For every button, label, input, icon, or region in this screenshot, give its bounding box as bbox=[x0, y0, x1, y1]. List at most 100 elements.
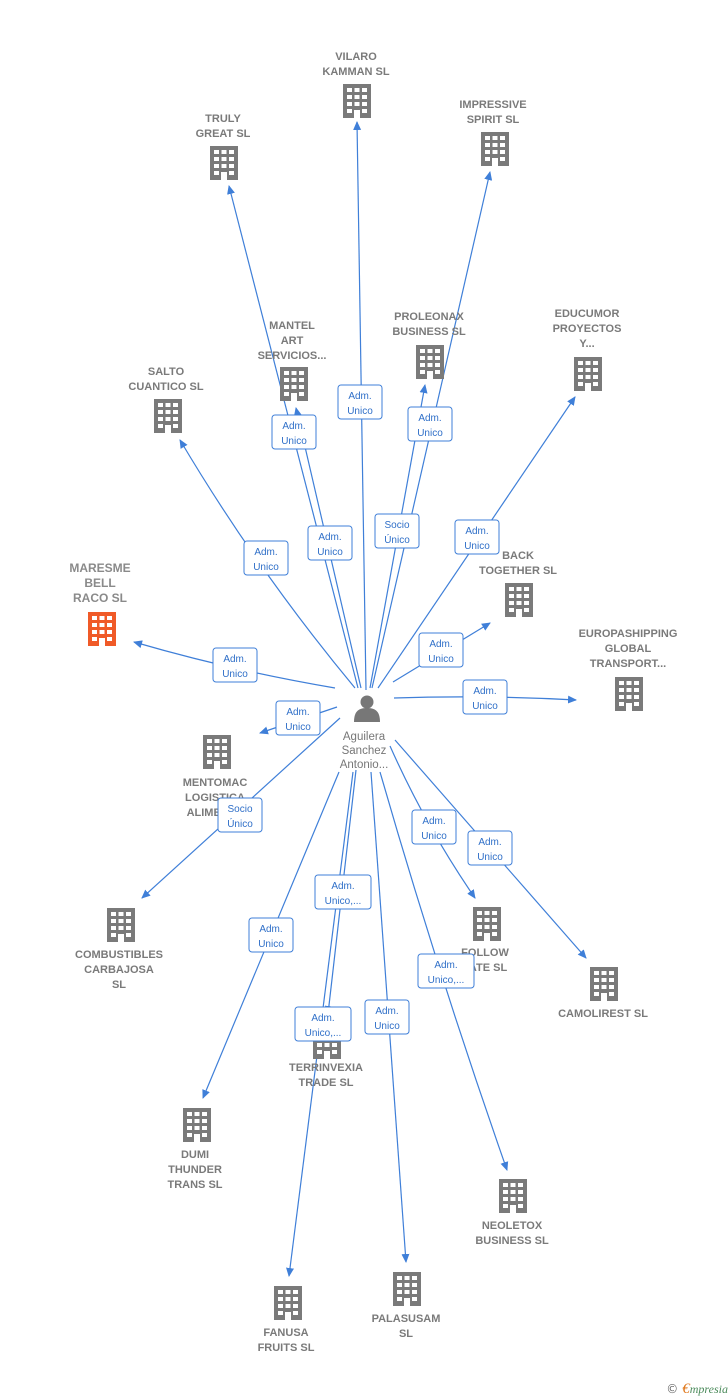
building-icon bbox=[416, 345, 444, 379]
company-node-educumor[interactable]: EDUCUMORPROYECTOSY... bbox=[553, 308, 622, 391]
company-name-line: PROLEONAX bbox=[394, 311, 464, 323]
relation-label: Unico bbox=[374, 1021, 400, 1032]
relation-label: Adm. bbox=[282, 421, 305, 432]
badge-box bbox=[243, 540, 289, 576]
relation-label: Adm. bbox=[429, 639, 452, 650]
company-name-line: CUANTICO SL bbox=[128, 381, 203, 393]
relation-label: Adm. bbox=[223, 654, 246, 665]
company-name-line: PALASUSAM bbox=[372, 1313, 441, 1325]
badge-box bbox=[407, 406, 453, 442]
brand-name: mpresia bbox=[689, 1382, 728, 1396]
person-icon bbox=[354, 695, 380, 722]
company-name-line: CAMOLIREST SL bbox=[558, 1008, 648, 1020]
relation-label: Adm. bbox=[422, 816, 445, 827]
relation-badge-vilaro[interactable]: Adm.Unico bbox=[337, 384, 383, 420]
relation-badge-salto[interactable]: Adm.Unico bbox=[243, 540, 289, 576]
company-name-line: DUMI bbox=[181, 1149, 209, 1161]
relation-badge-camolirest[interactable]: Adm.Unico bbox=[467, 830, 513, 866]
relation-label: Unico bbox=[477, 852, 503, 863]
company-node-europashipping[interactable]: EUROPASHIPPINGGLOBALTRANSPORT... bbox=[579, 628, 678, 711]
relation-label: Adm. bbox=[473, 686, 496, 697]
company-node-truly[interactable]: TRULY GREAT SL bbox=[196, 113, 251, 180]
relation-label: Adm. bbox=[375, 1006, 398, 1017]
badge-box bbox=[467, 830, 513, 866]
company-name-line: SERVICIOS... bbox=[258, 350, 327, 362]
relation-badge-terrinvexia[interactable]: Adm.Unico,... bbox=[314, 874, 372, 910]
relation-badge-truly[interactable]: Adm.Unico bbox=[271, 414, 317, 450]
company-node-camolirest[interactable]: CAMOLIREST SL bbox=[558, 967, 648, 1020]
badge-box bbox=[248, 917, 294, 953]
building-icon bbox=[280, 367, 308, 401]
relation-badge-dumi[interactable]: Adm.Unico bbox=[248, 917, 294, 953]
company-name-line: TOGETHER SL bbox=[479, 565, 557, 577]
company-node-back[interactable]: BACK TOGETHER SL bbox=[479, 550, 557, 617]
building-icon bbox=[274, 1286, 302, 1320]
relation-label: Adm. bbox=[318, 532, 341, 543]
company-name-line: TRANSPORT... bbox=[590, 658, 666, 670]
relation-badge-follow[interactable]: Adm.Unico bbox=[411, 809, 457, 845]
relation-badge-fanusa[interactable]: Adm.Unico,... bbox=[294, 1006, 352, 1042]
company-node-neoletox[interactable]: NEOLETOX BUSINESS SL bbox=[475, 1179, 549, 1247]
building-icon bbox=[574, 357, 602, 391]
relation-badge-back[interactable]: Adm.Unico bbox=[418, 632, 464, 668]
company-name-line: SPIRIT SL bbox=[467, 114, 520, 126]
company-node-mantel[interactable]: MANTELARTSERVICIOS... bbox=[258, 320, 327, 401]
badge-box bbox=[217, 797, 263, 833]
relation-badge-proleonax[interactable]: Adm. Unico bbox=[407, 406, 453, 442]
company-name-line: TERRINVEXIA bbox=[289, 1062, 363, 1074]
relation-label: Socio bbox=[227, 804, 252, 815]
company-name-line: FRUITS SL bbox=[258, 1342, 315, 1354]
building-icon bbox=[505, 583, 533, 617]
empresia-logo: ©€mpresia bbox=[666, 1381, 728, 1398]
badge-box bbox=[417, 953, 475, 989]
relation-label: Adm. bbox=[418, 413, 441, 424]
center-person[interactable]: Aguilera Sanchez Antonio... bbox=[340, 695, 389, 772]
company-name-line: IMPRESSIVE bbox=[459, 99, 526, 111]
building-icon bbox=[590, 967, 618, 1001]
badge-box bbox=[275, 700, 321, 736]
relation-badge-neoletox[interactable]: Adm.Unico,... bbox=[417, 953, 475, 989]
relation-badge-mantel[interactable]: Adm.Unico bbox=[307, 525, 353, 561]
relation-badge-europashipping[interactable]: Adm. Unico bbox=[462, 679, 508, 715]
building-icon bbox=[615, 677, 643, 711]
company-name-line: GREAT SL bbox=[196, 128, 251, 140]
building-icon bbox=[499, 1179, 527, 1213]
relation-label: Unico bbox=[417, 428, 443, 439]
building-icon bbox=[88, 612, 116, 646]
relation-label: Unico bbox=[253, 562, 279, 573]
company-name-line: EDUCUMOR bbox=[555, 308, 620, 320]
company-name-line: NEOLETOX bbox=[482, 1220, 543, 1232]
relation-label: Unico bbox=[464, 541, 490, 552]
company-name-line: Y... bbox=[579, 338, 594, 350]
relation-badge-maresme[interactable]: Adm.Unico bbox=[212, 647, 258, 683]
relation-label: Unico,... bbox=[428, 975, 465, 986]
relation-badge-educumor[interactable]: Adm.Unico bbox=[454, 519, 500, 555]
person-name-line-1: Aguilera bbox=[343, 731, 386, 743]
brand-initial: € bbox=[682, 1381, 690, 1397]
company-node-impressive[interactable]: IMPRESSIVE SPIRIT SL bbox=[459, 99, 527, 166]
relation-badge-mentomac[interactable]: Adm.Unico bbox=[275, 700, 321, 736]
relation-label: Unico bbox=[472, 701, 498, 712]
company-name-line: BACK bbox=[502, 550, 534, 562]
person-name-line-2: Sanchez bbox=[342, 745, 387, 757]
company-name-line: MANTEL bbox=[269, 320, 315, 332]
relation-label: Adm. bbox=[259, 924, 282, 935]
building-icon bbox=[210, 146, 238, 180]
company-name-line: BUSINESS SL bbox=[475, 1235, 549, 1247]
building-icon bbox=[343, 84, 371, 118]
company-name-line: EUROPASHIPPING bbox=[579, 628, 678, 640]
company-name-line: TRULY bbox=[205, 113, 241, 125]
building-icon bbox=[107, 908, 135, 942]
relation-badge-palasusam[interactable]: Adm. Unico bbox=[364, 999, 410, 1035]
